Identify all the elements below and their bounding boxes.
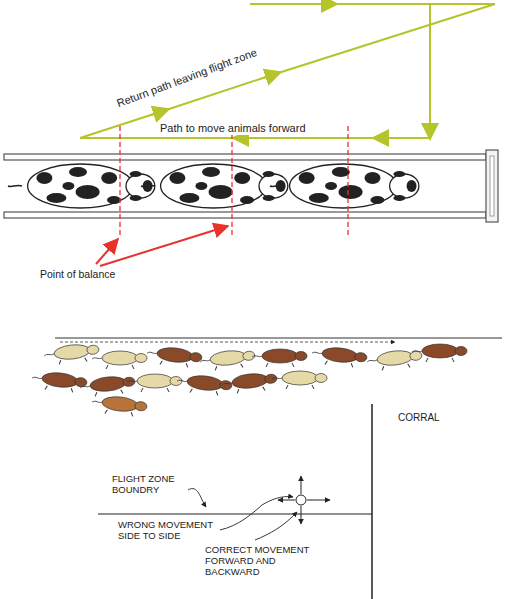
cow	[127, 374, 182, 392]
region-label: CORRAL	[398, 412, 440, 424]
corral-fence	[371, 404, 373, 599]
cattle-in-chute	[8, 164, 419, 208]
cow	[141, 164, 288, 208]
path-line	[80, 4, 495, 138]
cattle-herd	[31, 342, 467, 418]
path-arrow	[262, 74, 274, 78]
cow	[91, 394, 148, 418]
path-arrow	[429, 120, 431, 132]
path-label: Path to move animals forward	[160, 122, 306, 135]
fence	[55, 338, 502, 339]
path-arrow	[240, 137, 252, 139]
cow	[8, 164, 155, 208]
cow	[31, 370, 88, 394]
path-arrow	[380, 137, 392, 139]
cow	[272, 371, 327, 389]
cow	[176, 373, 233, 397]
handler-paths	[80, 4, 495, 138]
cow	[366, 348, 423, 372]
balance-line	[119, 126, 120, 236]
balance-line	[347, 126, 348, 236]
handler-symbol	[278, 476, 330, 524]
cow	[270, 164, 419, 208]
path-line	[80, 137, 430, 139]
cow	[311, 345, 368, 369]
chute	[4, 150, 498, 222]
boundary-label: FLIGHT ZONE BOUNDRY	[112, 474, 194, 496]
pointer-arrow	[96, 239, 118, 264]
cow	[252, 349, 307, 367]
cow	[92, 351, 147, 369]
movement-label: WRONG MOVEMENT SIDE TO SIDE	[118, 520, 228, 542]
balance-line	[231, 126, 232, 236]
cow	[79, 374, 136, 398]
cow	[43, 342, 100, 366]
cow	[199, 348, 256, 372]
path-line	[250, 3, 495, 5]
flight-zone-line	[98, 513, 372, 514]
cow	[221, 371, 278, 395]
movement-label: CORRECT MOVEMENT FORWARD AND BACKWARD	[205, 545, 320, 578]
cow	[146, 345, 203, 369]
pointer-arrow	[100, 226, 228, 266]
fence-arrow	[60, 342, 395, 343]
path-arrow	[318, 3, 330, 5]
callout-label: Point of balance	[40, 268, 115, 280]
path-label: Return path leaving flight zone	[115, 46, 259, 110]
path-line	[429, 4, 431, 134]
path-arrow	[150, 111, 162, 115]
cow	[412, 344, 467, 362]
leader-lines	[188, 489, 297, 540]
